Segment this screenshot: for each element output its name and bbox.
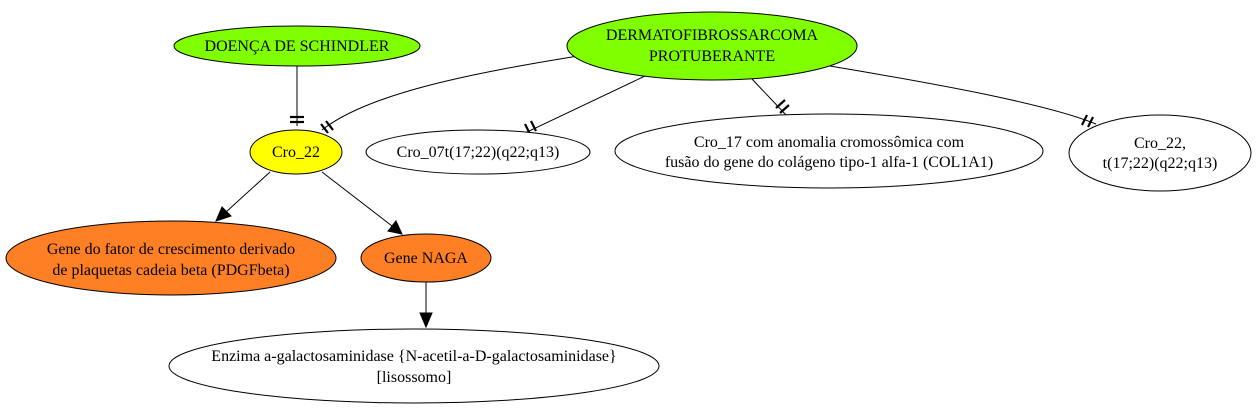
arrowhead <box>419 312 433 329</box>
tee-marker <box>1081 114 1088 126</box>
node-label: t(17;22)(q22;q13) <box>1103 155 1218 172</box>
node-label: Cro_17 com anomalia cromossômica com <box>694 134 965 151</box>
edge-cro22-naga <box>321 171 393 227</box>
edge-dfsp-cro22t <box>817 63 1097 125</box>
node-naga[interactable]: Gene NAGA <box>360 233 492 283</box>
node-cro07[interactable]: Cro_07t(17;22)(q22;q13) <box>365 129 591 175</box>
tee-marker <box>775 99 786 109</box>
edge-cro22-pdgf <box>225 171 271 213</box>
edge-dfsp-cro22 <box>321 55 579 131</box>
node-label: Enzima a-galactosaminidase {N-acetil-a-D… <box>211 348 616 365</box>
node-cro22[interactable]: Cro_22 <box>249 129 343 175</box>
node-label: DOENÇA DE SCHINDLER <box>205 38 390 55</box>
tee-marker <box>325 120 334 131</box>
node-schindler[interactable]: DOENÇA DE SCHINDLER <box>173 25 421 67</box>
node-label: Cro_22, <box>1134 135 1186 152</box>
node-label: Gene do fator de crescimento derivado <box>47 241 295 258</box>
node-pdgf[interactable]: Gene do fator de crescimento derivado de… <box>5 220 337 296</box>
node-label: fusão do gene do colágeno tipo-1 alfa-1 … <box>665 154 993 171</box>
edge-dfsp-cro17 <box>751 78 788 117</box>
tee-marker <box>1087 116 1094 128</box>
node-label: Gene NAGA <box>384 250 468 267</box>
edge-dfsp-cro07 <box>524 75 646 134</box>
node-label: Cro_07t(17;22)(q22;q13) <box>397 144 560 161</box>
tee-marker <box>320 123 329 134</box>
node-label: [lisossomo] <box>377 369 452 386</box>
arrowhead <box>215 206 232 222</box>
node-dfsp[interactable]: DERMATOFIBROSSARCOMA PROTUBERANTE <box>566 11 858 81</box>
node-label: Cro_22 <box>272 144 320 161</box>
node-label: DERMATOFIBROSSARCOMA <box>606 27 819 44</box>
node-label: PROTUBERANTE <box>649 48 775 65</box>
tee-marker <box>530 120 537 132</box>
node-cro17[interactable]: Cro_17 com anomalia cromossômica com fus… <box>614 113 1044 189</box>
node-cro22t[interactable]: Cro_22, t(17;22)(q22;q13) <box>1068 114 1252 192</box>
tee-marker <box>779 104 790 114</box>
node-enzima[interactable]: Enzima a-galactosaminidase {N-acetil-a-D… <box>168 328 660 404</box>
arrowhead <box>387 220 403 235</box>
edges <box>215 55 1097 329</box>
node-label: de plaquetas cadeia beta (PDGFbeta) <box>52 262 289 279</box>
